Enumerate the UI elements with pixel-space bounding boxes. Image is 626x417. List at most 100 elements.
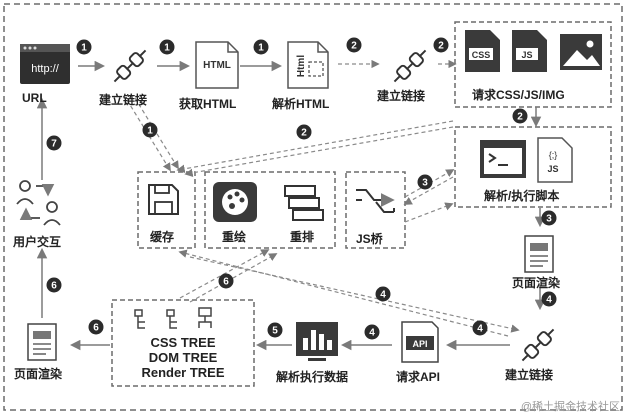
image-icon [560, 34, 602, 70]
parse-execute-script-label: 解析/执行脚本 [484, 189, 560, 203]
trees-list: CSS TREE DOM TREE Render TREE [112, 335, 254, 380]
arrow-bridge-to-script-c [404, 202, 454, 223]
user-interaction-icon [16, 180, 61, 226]
arrow-script-to-bridge-b [403, 176, 454, 205]
js-bridge-label: JS桥 [356, 232, 383, 246]
svg-text:4: 4 [477, 324, 483, 335]
cache-box [137, 171, 196, 249]
page-render-icon [524, 235, 554, 273]
svg-text:1: 1 [258, 43, 264, 54]
svg-text:JS: JS [547, 164, 558, 174]
step-badge: 1 [76, 39, 92, 55]
svg-text:6: 6 [223, 277, 229, 288]
request-api-label: 请求API [396, 370, 441, 384]
svg-text:API: API [412, 339, 427, 349]
html-file-icon: HTML [195, 41, 239, 89]
step-badge: 3 [417, 174, 433, 190]
svg-text:http://: http:// [31, 63, 59, 75]
repaint-reflow-box [204, 171, 336, 249]
step-badge: 1 [159, 39, 175, 55]
step-badge: 6 [88, 319, 104, 335]
render-tree-label: Render TREE [141, 365, 225, 380]
parse-execute-data-label: 解析执行数据 [276, 370, 349, 384]
plug-icon [113, 49, 147, 83]
step-badge: 4 [375, 286, 391, 302]
tree-icon [134, 307, 212, 329]
js-bridge-box [345, 171, 406, 249]
data-chart-icon [296, 322, 338, 361]
repaint-label: 重绘 [222, 230, 247, 244]
svg-text:{;}: {;} [549, 150, 558, 160]
svg-text:2: 2 [438, 41, 444, 52]
step-badge: 3 [541, 210, 557, 226]
page-render-label: 页面渲染 [512, 276, 561, 290]
svg-text:3: 3 [422, 178, 428, 189]
svg-text:HTML: HTML [203, 60, 231, 71]
plug-icon [521, 328, 555, 362]
svg-text:7: 7 [51, 139, 57, 150]
cache-label: 缓存 [150, 230, 175, 244]
step-badge: 5 [267, 322, 283, 338]
arrow-cache-to-link3-b [189, 256, 520, 333]
build-link-label: 建立链接 [99, 93, 148, 107]
dom-tree-label: DOM TREE [148, 350, 218, 365]
arrow-trees-to-repaint-b [189, 253, 278, 303]
svg-text:1: 1 [147, 126, 153, 137]
script-box [454, 126, 612, 208]
page-render-icon [27, 323, 57, 361]
step-badge: 2 [433, 37, 449, 53]
svg-text:2: 2 [301, 128, 307, 139]
parsed-file-icon: Html [287, 41, 329, 89]
layers-icon [284, 185, 324, 221]
svg-text:1: 1 [81, 43, 87, 54]
svg-text:2: 2 [517, 112, 523, 123]
step-badge: 4 [541, 291, 557, 307]
svg-text:CSS: CSS [472, 50, 491, 60]
svg-text:2: 2 [351, 41, 357, 52]
svg-text:4: 4 [380, 290, 386, 301]
page-render-label: 页面渲染 [14, 367, 63, 381]
step-badge: 4 [472, 320, 488, 336]
trees-box [111, 299, 255, 387]
step-badge: 2 [296, 124, 312, 140]
parse-html-label: 解析HTML [272, 97, 330, 111]
arrow-assets-to-cache-b [184, 126, 454, 177]
svg-text:4: 4 [546, 295, 552, 306]
step-badge: 6 [218, 273, 234, 289]
user-interaction-label: 用户交互 [13, 235, 62, 249]
step-badge: 7 [46, 135, 62, 151]
reflow-label: 重排 [290, 230, 315, 244]
swap-icon [356, 189, 395, 213]
fetch-html-label: 获取HTML [179, 97, 237, 111]
css-tree-label: CSS TREE [150, 335, 216, 350]
svg-text:6: 6 [93, 323, 99, 334]
plug-icon [393, 49, 427, 83]
outer-frame [3, 3, 623, 411]
api-icon: API [401, 321, 439, 363]
build-link-label: 建立链接 [505, 368, 554, 382]
save-icon [148, 184, 179, 215]
arrow-link3-to-cache-a [178, 249, 509, 337]
step-badge: 1 [142, 122, 158, 138]
watermark: @稀土掘金技术社区 [520, 401, 620, 413]
palette-icon [213, 182, 257, 222]
svg-text:4: 4 [369, 328, 375, 339]
request-assets-label: 请求CSS/JS/IMG [472, 88, 565, 102]
arrow-bridge-to-script-a [404, 169, 455, 198]
step-badge: 1 [253, 39, 269, 55]
terminal-icon [480, 140, 526, 178]
svg-text:1: 1 [164, 43, 170, 54]
svg-text:JS: JS [521, 50, 532, 60]
browser-icon: http:// [20, 44, 70, 84]
svg-text:6: 6 [51, 281, 57, 292]
svg-text:5: 5 [272, 326, 278, 337]
svg-text:Html: Html [296, 55, 307, 77]
js-braces-icon: {;} JS [537, 137, 573, 183]
step-badge: 2 [512, 108, 528, 124]
build-link-label: 建立链接 [377, 89, 426, 103]
url-label: URL [22, 91, 47, 105]
step-badge: 2 [346, 37, 362, 53]
step-badge: 4 [364, 324, 380, 340]
arrow-assets-to-cache-a [176, 120, 454, 173]
